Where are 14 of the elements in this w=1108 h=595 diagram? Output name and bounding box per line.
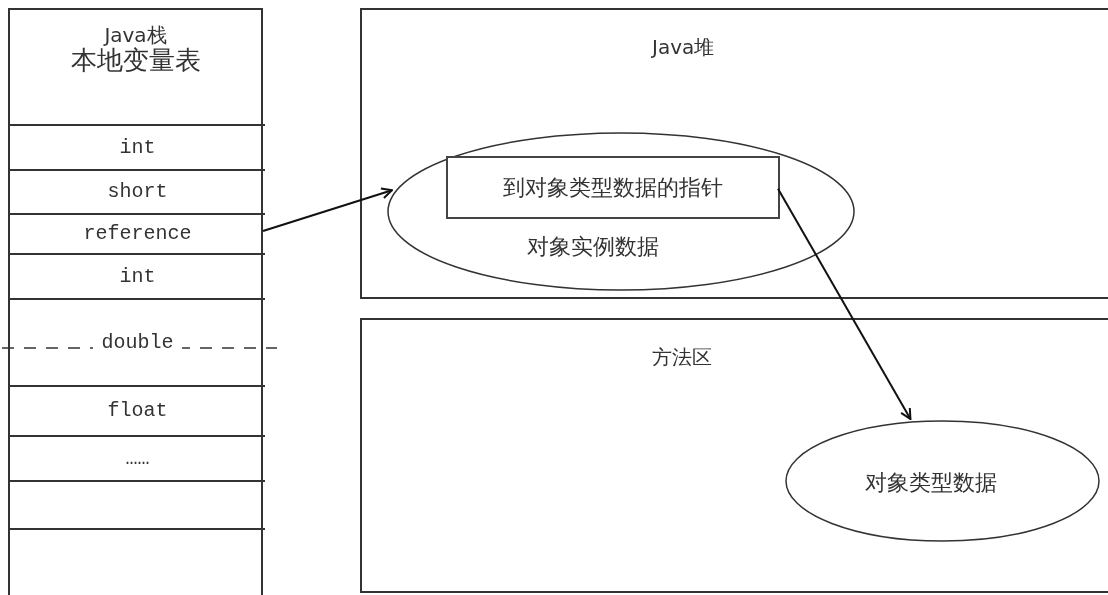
ellipse-label: 对象实例数据 [527, 233, 659, 261]
box-label: 到对象类型数据的指针 [503, 174, 723, 202]
ellipse-label: 对象类型数据 [865, 469, 997, 497]
arrow [777, 187, 912, 421]
area-title: 方法区 [652, 344, 712, 371]
heap-area [360, 8, 1108, 299]
object-ellipse [387, 132, 855, 291]
arrow [262, 187, 393, 232]
type-ellipse [785, 420, 1100, 542]
column-heading: Java栈 [104, 24, 167, 46]
column-heading: 本地变量表 [70, 46, 201, 75]
method-area [360, 318, 1108, 593]
area-title: Java堆 [652, 34, 715, 61]
pointer-box [446, 156, 780, 219]
